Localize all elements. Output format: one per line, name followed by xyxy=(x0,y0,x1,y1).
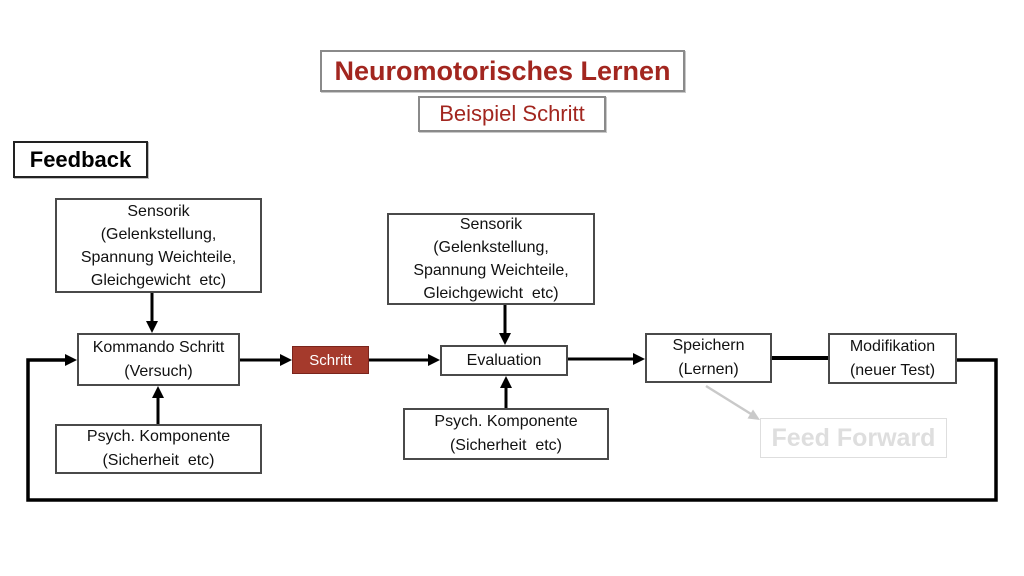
arrow-kommando-to-schritt-head xyxy=(280,354,292,366)
arrow-sensorik-mid-to-evaluation-head xyxy=(499,333,511,345)
node-line: Sensorik xyxy=(127,202,190,220)
arrow-schritt-to-evaluation-head xyxy=(428,354,440,366)
node-modifikation: Modifikation (neuer Test) xyxy=(828,333,957,384)
arrow-evaluation-to-speichern-head xyxy=(633,353,645,365)
node-line: Spannung Weichteile, xyxy=(413,262,569,279)
feedback-loop-arrowhead xyxy=(65,354,77,366)
node-line: (Sicherheit etc) xyxy=(102,452,215,469)
arrow-sensorik-left-to-kommando-head xyxy=(146,321,158,333)
node-line: Spannung Weichteile, xyxy=(80,248,237,266)
node-line: (Versuch) xyxy=(124,362,193,380)
node-sensorik-left: Sensorik (Gelenkstellung, Spannung Weich… xyxy=(55,198,262,293)
feedback-label-box: Feedback xyxy=(13,141,148,178)
arrow-speichern-to-feedforward-head xyxy=(747,409,760,420)
node-line: Schritt xyxy=(309,351,352,369)
arrow-psych-mid-to-evaluation-head xyxy=(500,376,512,388)
node-psych-komponente-middle: Psych. Komponente (Sicherheit etc) xyxy=(403,408,609,460)
node-line: (Gelenkstellung, xyxy=(100,225,217,243)
node-line: Gleichgewicht etc) xyxy=(90,271,227,289)
node-line: Psych. Komponente xyxy=(434,413,578,430)
node-line: Modifikation xyxy=(849,337,936,355)
node-line: Sensorik xyxy=(459,216,523,233)
node-line: Psych. Komponente xyxy=(86,428,231,445)
node-speichern: Speichern (Lernen) xyxy=(645,333,772,383)
node-sensorik-middle: Sensorik (Gelenkstellung, Spannung Weich… xyxy=(387,213,595,305)
feed-forward-label-box: Feed Forward xyxy=(760,418,947,458)
node-line: (neuer Test) xyxy=(849,361,936,379)
page-title: Neuromotorisches Lernen xyxy=(334,55,671,86)
arrow-speichern-to-feedforward-line xyxy=(705,384,752,416)
title-box: Neuromotorisches Lernen xyxy=(320,50,685,92)
node-schritt: Schritt xyxy=(292,346,369,374)
page-subtitle: Beispiel Schritt xyxy=(439,101,585,126)
arrow-psych-left-to-kommando-head xyxy=(152,386,164,398)
node-line: Evaluation xyxy=(466,352,542,369)
node-line: (Lernen) xyxy=(678,361,739,378)
node-line: (Sicherheit etc) xyxy=(449,437,563,454)
node-psych-komponente-left: Psych. Komponente (Sicherheit etc) xyxy=(55,424,262,474)
node-kommando-schritt: Kommando Schritt (Versuch) xyxy=(77,333,240,386)
node-line: Speichern xyxy=(672,337,745,354)
node-line: Gleichgewicht etc) xyxy=(423,285,559,302)
feed-forward-label: Feed Forward xyxy=(771,423,936,452)
node-line: (Gelenkstellung, xyxy=(433,239,549,256)
feedback-label: Feedback xyxy=(29,146,132,172)
subtitle-box: Beispiel Schritt xyxy=(418,96,606,132)
node-line: Kommando Schritt xyxy=(92,338,225,356)
node-evaluation: Evaluation xyxy=(440,345,568,376)
feedback-loop-line xyxy=(26,358,998,502)
